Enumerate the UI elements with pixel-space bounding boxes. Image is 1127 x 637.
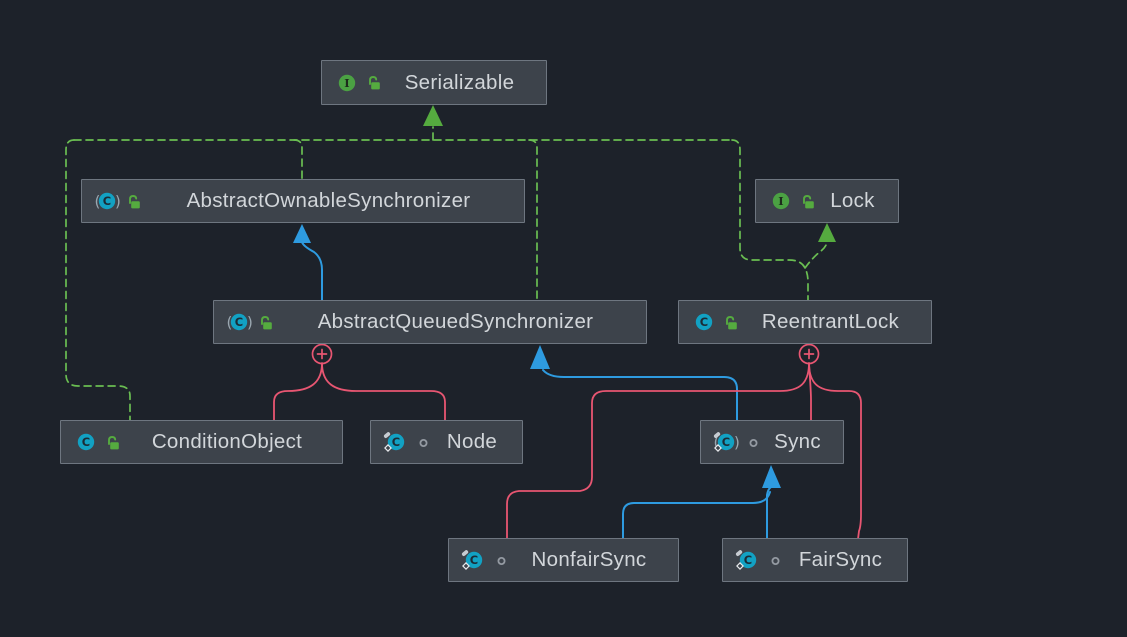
- edge-inner-aqs-conditionobject: [273, 362, 323, 422]
- svg-text:C: C: [722, 435, 730, 449]
- svg-text:C: C: [470, 553, 478, 567]
- package-private-icon: [745, 434, 762, 451]
- public-unlocked-icon: [258, 314, 275, 331]
- svg-text:C: C: [744, 553, 752, 567]
- svg-text:): ): [247, 314, 253, 332]
- class-name-label: AbstractOwnableSynchronizer: [186, 189, 471, 212]
- svg-text:I: I: [778, 194, 783, 208]
- public-unlocked-icon: [105, 434, 122, 451]
- edge-implements-serializable-group: [528, 139, 538, 302]
- svg-text:): ): [734, 434, 740, 452]
- class-node-reentrant-lock[interactable]: C ReentrantLock: [678, 300, 932, 344]
- svg-text:I: I: [344, 76, 349, 90]
- public-unlocked-icon: [126, 193, 143, 210]
- svg-text:C: C: [392, 435, 400, 449]
- class-name-label: FairSync: [798, 548, 883, 571]
- static-class-icon: C: [735, 549, 762, 571]
- class-name-label: Sync: [774, 430, 821, 453]
- class-name-label: Serializable: [404, 70, 515, 94]
- arrowhead-extends-aqs-aos: [293, 224, 311, 243]
- arrowhead-implements-serializable-group: [423, 105, 443, 126]
- svg-text:C: C: [82, 435, 90, 449]
- abstract-class-icon: () C: [94, 190, 121, 212]
- edge-implements-serializable-group: [293, 139, 303, 181]
- class-node-serializable[interactable]: I Serializable: [321, 60, 547, 105]
- class-name-label: Node: [446, 430, 498, 453]
- class-node-node[interactable]: C Node: [370, 420, 523, 464]
- class-node-lock[interactable]: I Lock: [755, 179, 899, 223]
- class-node-condition-object[interactable]: C ConditionObject: [60, 420, 343, 464]
- class-name-label: NonfairSync: [531, 548, 647, 571]
- class-node-sync[interactable]: () C Sync: [700, 420, 844, 464]
- arrowhead-implements-serializable-group: [818, 223, 836, 242]
- edge-inner-aqs-node: [321, 362, 446, 422]
- svg-text:C: C: [700, 315, 708, 329]
- inner-class-plus-marker: [311, 343, 333, 365]
- edge-extends-aqs-aos: [301, 241, 323, 302]
- package-private-icon: [493, 552, 510, 569]
- package-private-icon: [415, 434, 432, 451]
- edge-implements-serializable-group: [65, 139, 131, 422]
- class-node-fair-sync[interactable]: C FairSync: [722, 538, 908, 582]
- edge-inner-reentrantlock-nonfairsync: [506, 362, 810, 540]
- class-name-label: ReentrantLock: [761, 310, 900, 333]
- class-name-label: ConditionObject: [151, 430, 303, 453]
- arrowhead-extends-sync-aqs: [530, 345, 550, 369]
- public-unlocked-icon: [800, 193, 817, 210]
- interface-icon: I: [768, 190, 795, 212]
- class-icon: C: [691, 311, 718, 333]
- abstract-class-icon: () C: [226, 311, 253, 333]
- edge-extends-nonfairsync-sync: [622, 491, 771, 540]
- svg-text:(: (: [714, 434, 720, 452]
- edge-implements-serializable-group: [731, 139, 809, 302]
- edge-inner-reentrantlock-fairsync: [808, 362, 862, 540]
- class-name-label: AbstractQueuedSynchronizer: [317, 310, 594, 333]
- package-private-icon: [767, 552, 784, 569]
- class-icon: C: [73, 431, 100, 453]
- svg-text:(: (: [95, 193, 101, 211]
- interface-icon: I: [334, 72, 361, 94]
- svg-text:C: C: [235, 315, 243, 329]
- public-unlocked-icon: [366, 74, 383, 91]
- static-abstract-class-icon: () C: [713, 431, 740, 453]
- arrowhead-extends-fairsync-sync: [762, 465, 781, 488]
- class-name-label: Lock: [830, 189, 875, 212]
- svg-text:): ): [115, 193, 121, 211]
- inner-class-plus-marker: [798, 343, 820, 365]
- static-class-icon: C: [383, 431, 410, 453]
- edge-extends-sync-aqs: [542, 369, 738, 422]
- class-node-nonfair-sync[interactable]: C NonfairSync: [448, 538, 679, 582]
- public-unlocked-icon: [723, 314, 740, 331]
- static-class-icon: C: [461, 549, 488, 571]
- svg-text:C: C: [103, 194, 111, 208]
- class-node-abstract-ownable-synchronizer[interactable]: () C AbstractOwnableSynchronizer: [81, 179, 525, 223]
- svg-text:(: (: [227, 314, 233, 332]
- class-node-abstract-queued-synchronizer[interactable]: () C AbstractQueuedSynchronizer: [213, 300, 647, 344]
- edge-implements-serializable-group: [804, 240, 828, 269]
